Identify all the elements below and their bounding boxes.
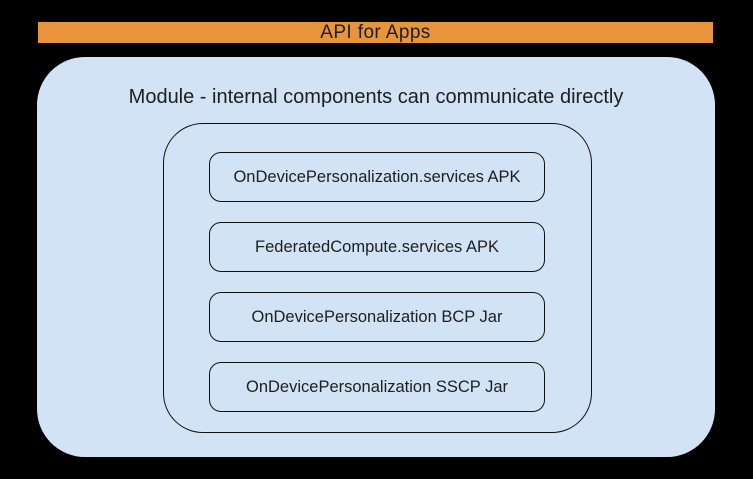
component-label: OnDevicePersonalization SSCP Jar bbox=[246, 377, 508, 396]
component-box-ondevicepersonalization-sscp-jar: OnDevicePersonalization SSCP Jar bbox=[209, 362, 545, 412]
component-box-ondevicepersonalization-bcp-jar: OnDevicePersonalization BCP Jar bbox=[209, 292, 545, 342]
api-for-apps-banner-label: API for Apps bbox=[320, 22, 431, 43]
module-inner-group: OnDevicePersonalization.services APK Fed… bbox=[163, 123, 592, 433]
module-container: Module - internal components can communi… bbox=[37, 57, 715, 457]
module-title: Module - internal components can communi… bbox=[128, 86, 624, 108]
component-box-federatedcompute-services-apk: FederatedCompute.services APK bbox=[209, 222, 545, 272]
component-box-ondevicepersonalization-services-apk: OnDevicePersonalization.services APK bbox=[209, 152, 545, 202]
component-label: OnDevicePersonalization.services APK bbox=[233, 167, 521, 186]
component-label: OnDevicePersonalization BCP Jar bbox=[251, 307, 503, 326]
component-label: FederatedCompute.services APK bbox=[255, 237, 499, 256]
api-for-apps-banner: API for Apps bbox=[38, 22, 713, 43]
